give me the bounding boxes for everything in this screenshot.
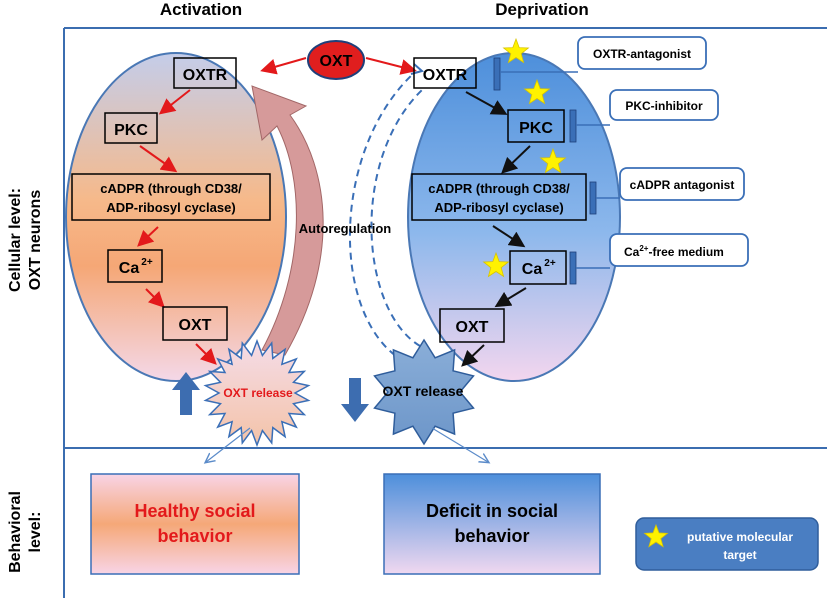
- deprivation-oxt-box: [439, 308, 505, 343]
- cellular-level-label: Cellular level:: [7, 188, 24, 292]
- star-icon: [502, 37, 530, 64]
- activation-oxt-release-burst: [203, 338, 311, 448]
- deficit-behavior-line1: Deficit in social: [426, 501, 558, 521]
- oxt-top-node: [307, 40, 365, 80]
- deprivation-ca-superscript: 2+: [544, 258, 556, 269]
- activation-cadpr-line1: cADPR (through CD38/: [100, 181, 242, 196]
- deprivation-header: Deprivation: [495, 0, 589, 19]
- autoregulation-dashed-outer: [349, 71, 416, 363]
- deprivation-arrow-oxtr-pkc: [465, 91, 508, 115]
- autoregulation-dashed-inner: [370, 89, 423, 347]
- activation-ca-box: [107, 249, 163, 283]
- healthy-behavior-line1: Healthy social: [134, 501, 255, 521]
- deprivation-cadpr-line2: ADP-ribosyl cyclase): [434, 200, 563, 215]
- activation-cadpr-box: [71, 173, 271, 221]
- ca-block-bar: [569, 251, 577, 285]
- activation-arrow-cadpr-ca: [137, 226, 159, 247]
- deprivation-pkc-box: [507, 109, 565, 143]
- legend-star-icon: [643, 523, 669, 548]
- oxtr-antagonist-label: OXTR-antagonist: [593, 47, 691, 61]
- oxtr-antagonist-box: [577, 36, 707, 70]
- deprivation-arrow-ca-oxt: [494, 287, 527, 308]
- activation-to-behavior-arrow: [206, 427, 251, 462]
- activation-header: Activation: [160, 0, 242, 19]
- activation-arrow-ca-oxt: [145, 288, 165, 308]
- deprivation-pkc-label: PKC: [519, 120, 553, 137]
- activation-cadpr-line2: ADP-ribosyl cyclase): [106, 200, 235, 215]
- deprivation-arrow-pkc-cadpr: [501, 145, 531, 174]
- deprivation-oxtr-box: [413, 57, 477, 89]
- deprivation-cadpr-line1: cADPR (through CD38/: [428, 181, 570, 196]
- activation-oxtr-label: OXTR: [183, 67, 228, 84]
- legend-box: [635, 517, 819, 571]
- decrease-arrow-icon: [341, 378, 369, 422]
- oxt-neurons-label: OXT neurons: [27, 190, 44, 291]
- behavioral-label: Behavioral: [7, 491, 24, 573]
- activation-oxt-release-label: OXT release: [223, 386, 293, 400]
- autoregulation-label: Autoregulation: [299, 221, 391, 236]
- pkc-inhibitor-label: PKC-inhibitor: [625, 99, 703, 113]
- star-icon: [523, 78, 551, 105]
- oxt-to-oxtr-deprivation-arrow: [365, 57, 417, 75]
- healthy-behavior-box: [90, 473, 300, 575]
- legend-line1: putative molecular: [687, 530, 793, 544]
- level-label: level:: [27, 512, 44, 553]
- star-icon: [482, 251, 510, 278]
- deprivation-ca-box: [509, 250, 567, 285]
- increase-arrow-icon: [172, 372, 200, 415]
- deprivation-to-behavior-arrow: [431, 427, 488, 462]
- activation-neuron: [65, 52, 287, 382]
- deprivation-cadpr-box: [411, 173, 587, 221]
- cadpr-block-bar: [589, 181, 597, 215]
- deprivation-oxt-release-label: OXT release: [383, 383, 464, 399]
- legend-line2: target: [723, 548, 756, 562]
- deprivation-oxt-label: OXT: [456, 319, 489, 336]
- autoregulation-positive-arrow: [251, 85, 324, 356]
- healthy-behavior-line2: behavior: [157, 526, 232, 546]
- deprivation-ca-label: Ca: [522, 261, 543, 278]
- activation-oxt-box: [162, 306, 228, 341]
- deprivation-arrow-oxt-release: [461, 344, 485, 367]
- ca-free-medium-box: [609, 233, 749, 267]
- deficit-behavior-box: [383, 473, 601, 575]
- activation-oxtr-box: [173, 57, 237, 89]
- activation-ca-label: Ca: [119, 260, 140, 277]
- deprivation-oxtr-label: OXTR: [423, 67, 468, 84]
- oxtr-block-bar: [493, 57, 501, 91]
- ca-free-medium-label: Ca2+-free medium: [624, 244, 724, 259]
- activation-pkc-label: PKC: [114, 122, 148, 139]
- deprivation-arrow-cadpr-ca: [492, 225, 526, 248]
- cadpr-antagonist-box: [619, 167, 745, 201]
- pkc-block-bar: [569, 109, 577, 143]
- activation-oxt-label: OXT: [179, 317, 212, 334]
- activation-pkc-box: [104, 112, 158, 144]
- oxt-top-label: OXT: [320, 53, 353, 70]
- activation-arrow-oxtr-pkc: [158, 89, 191, 115]
- deficit-behavior-line2: behavior: [454, 526, 529, 546]
- activation-arrow-oxt-release: [195, 343, 217, 365]
- deprivation-oxt-release-burst: [373, 338, 475, 446]
- activation-arrow-pkc-cadpr: [139, 145, 178, 173]
- pkc-inhibitor-box: [609, 89, 719, 121]
- cadpr-antagonist-label: cADPR antagonist: [630, 178, 735, 192]
- oxt-to-oxtr-activation-arrow: [260, 57, 307, 75]
- activation-ca-superscript: 2+: [141, 257, 153, 268]
- star-icon: [539, 147, 567, 174]
